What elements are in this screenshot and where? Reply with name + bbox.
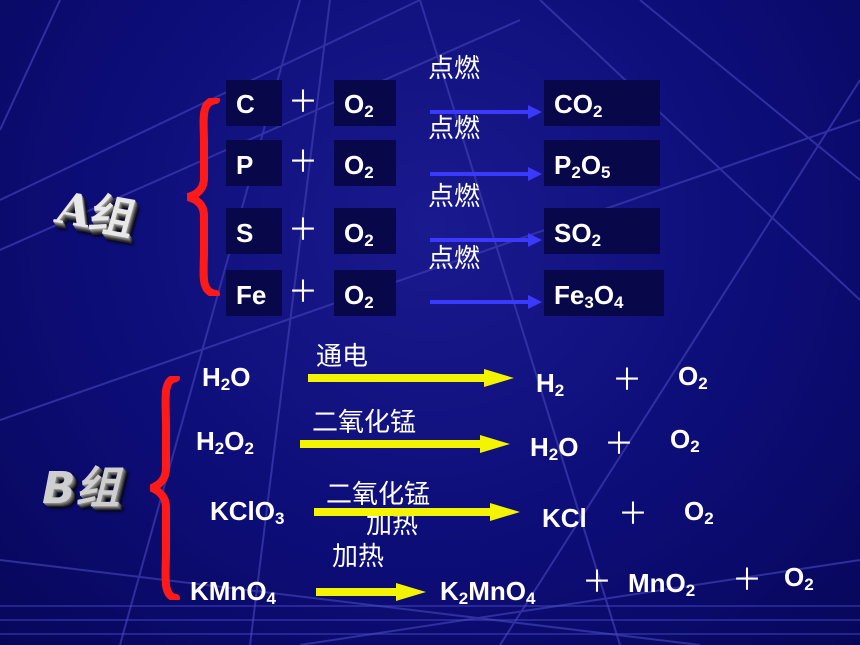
b2-product-2: O2 <box>670 424 700 456</box>
a2-arrow <box>430 166 542 182</box>
b4-product-1: K2MnO4 <box>440 576 536 608</box>
b3-condition-2: 加热 <box>366 510 419 540</box>
box-a1-r1 <box>226 80 282 126</box>
b3-product-1: KCl <box>542 503 587 533</box>
a2-reactant-2: O2 <box>344 150 374 182</box>
box-a4-r1 <box>226 270 282 316</box>
a4-plus: ＋ <box>288 275 318 310</box>
group-a-brace <box>186 98 220 296</box>
b3-product-2: O2 <box>684 496 714 528</box>
b1-product-2: O2 <box>678 361 708 393</box>
b2-condition: 二氧化锰 <box>312 408 417 438</box>
a1-reactant-2: O2 <box>344 89 374 121</box>
box-a4-r2 <box>334 270 396 316</box>
group-b-label: B组 <box>42 463 120 514</box>
box-a4-p <box>544 270 664 316</box>
a2-reactant-1: P <box>236 150 254 180</box>
a3-plus: ＋ <box>288 213 318 248</box>
b2-product-1: H2O <box>530 432 579 464</box>
a1-product: CO2 <box>554 89 603 121</box>
b4-reactant: KMnO4 <box>190 576 277 608</box>
b1-plus: ＋ <box>612 363 642 398</box>
a2-condition: 点燃 <box>428 114 481 144</box>
a4-arrow <box>430 294 542 310</box>
box-a3-r2 <box>334 208 396 254</box>
b1-arrow <box>308 368 514 388</box>
a3-reactant-1: S <box>236 218 254 248</box>
b2-arrow <box>300 434 510 454</box>
a2-product: P2O5 <box>554 150 611 182</box>
b4-plus-2: ＋ <box>732 563 762 598</box>
b3-reactant: KClO3 <box>210 496 285 528</box>
box-a3-p <box>544 208 660 254</box>
b3-plus: ＋ <box>618 497 648 532</box>
b4-condition: 加热 <box>332 542 385 572</box>
a4-reactant-1: Fe <box>236 280 267 310</box>
b1-condition: 通电 <box>316 342 369 372</box>
box-a1-p <box>544 80 660 126</box>
b4-product-2: MnO2 <box>628 568 696 600</box>
a3-condition: 点燃 <box>428 182 481 212</box>
b2-reactant: H2O2 <box>196 426 254 458</box>
box-a1-r2 <box>334 80 396 126</box>
group-b-brace <box>150 376 180 600</box>
b4-product-3: O2 <box>784 562 814 594</box>
a1-arrow <box>430 104 542 120</box>
b4-plus-1: ＋ <box>582 565 612 600</box>
b3-condition-1: 二氧化锰 <box>326 480 431 510</box>
b3-arrow <box>314 502 520 522</box>
b1-product-1: H2 <box>536 368 565 400</box>
a3-reactant-2: O2 <box>344 218 374 250</box>
box-a2-r1 <box>226 140 282 186</box>
b2-plus: ＋ <box>604 427 634 462</box>
box-a3-r1 <box>226 208 282 254</box>
b4-arrow <box>316 582 426 602</box>
b1-reactant: H2O <box>202 362 251 394</box>
a3-arrow <box>430 232 542 248</box>
a4-product: Fe3O4 <box>554 280 624 312</box>
a1-plus: ＋ <box>288 85 318 120</box>
a3-product: SO2 <box>554 218 602 250</box>
a4-reactant-2: O2 <box>344 280 374 312</box>
a1-condition: 点燃 <box>428 54 481 84</box>
a1-reactant-1: C <box>236 89 255 119</box>
box-a2-p <box>544 140 660 186</box>
box-a2-r2 <box>334 140 396 186</box>
a4-condition: 点燃 <box>428 244 481 274</box>
a2-plus: ＋ <box>288 145 318 180</box>
